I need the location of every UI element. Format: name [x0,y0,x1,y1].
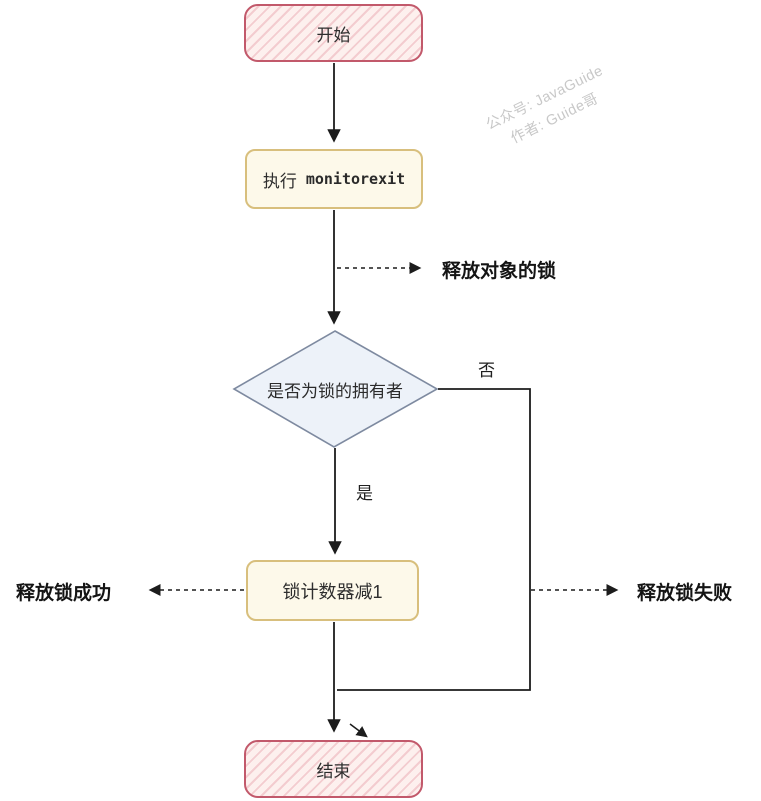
node-execute: 执行 monitorexit [245,149,423,209]
node-decision-label: 是否为锁的拥有者 [267,382,403,401]
node-end: 结束 [244,740,423,798]
label-release-success: 释放锁成功 [16,583,112,604]
node-start: 开始 [244,4,423,62]
node-counter-label: 锁计数器减1 [282,581,383,602]
label-release-fail: 释放锁失败 [637,583,733,604]
node-end-label: 结束 [316,761,351,781]
node-execute-label: 执行 [262,171,297,191]
label-yes: 是 [356,484,373,503]
edge-no-branch [337,388,531,691]
watermark: 公众号: JavaGuide 作者: Guide哥 [450,44,650,173]
node-execute-code: monitorexit [305,170,406,188]
label-no: 否 [478,361,495,380]
edge-no-branch-arrowtip [349,723,368,738]
node-start-label: 开始 [316,25,351,45]
node-counter: 锁计数器减1 [246,560,419,621]
label-release-object-lock: 释放对象的锁 [442,261,557,282]
